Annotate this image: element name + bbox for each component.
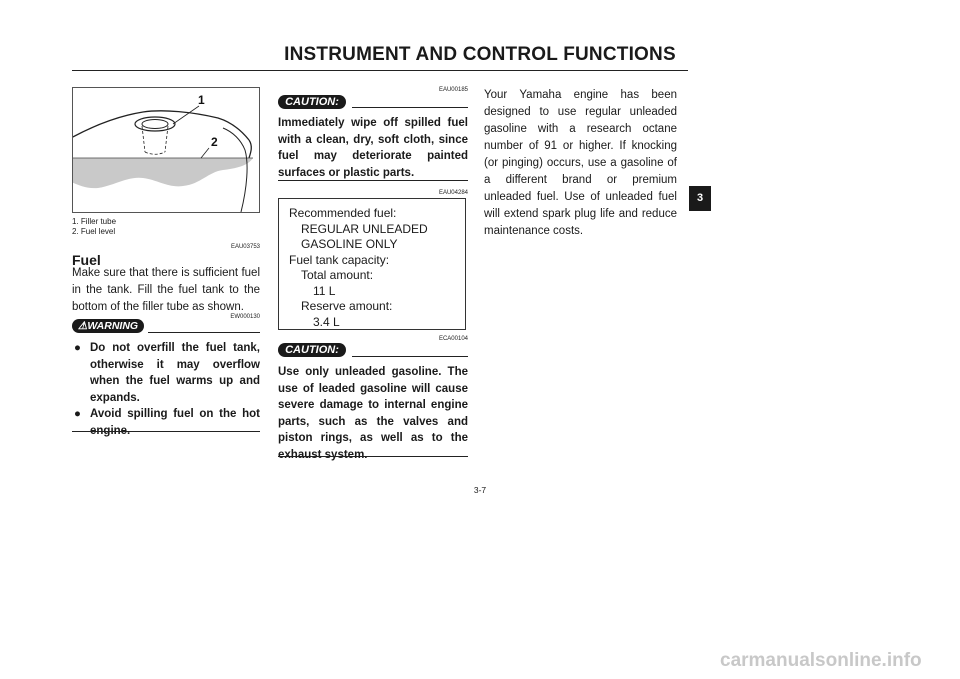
figure-caption-1: 1. Filler tube xyxy=(72,217,117,226)
bullet-icon: ● xyxy=(74,408,81,420)
page-title: INSTRUMENT AND CONTROL FUNCTIONS xyxy=(284,44,676,65)
chapter-tab: 3 xyxy=(689,186,711,211)
spec-label-recommended: Recommended fuel: xyxy=(289,206,397,220)
spec-total-value: 11 L xyxy=(313,283,336,298)
caution-2-underline xyxy=(352,356,468,357)
caution-1-code: EAU00185 xyxy=(438,87,468,93)
section-code: EAU03753 xyxy=(230,244,260,250)
spec-fuel-type-2: GASOLINE ONLY xyxy=(301,237,398,251)
warning-bullet-text: Avoid spilling fuel on the hot engine. xyxy=(90,408,260,437)
spec-label-reserve: Reserve amount: xyxy=(301,299,393,313)
warning-code: EW000130 xyxy=(230,314,260,320)
warning-icon: ⚠ xyxy=(77,320,88,332)
fuel-instructions: Make sure that there is sufficient fuel … xyxy=(72,267,260,313)
warning-bullet-text: Do not overfill the fuel tank, otherwise… xyxy=(90,342,260,404)
caution-1-badge: CAUTION: xyxy=(278,95,346,109)
figure-caption-2: 2. Fuel level xyxy=(72,227,116,236)
warning-bullet-1: ● Do not overfill the fuel tank, otherwi… xyxy=(72,340,260,406)
warning-label: WARNING xyxy=(87,320,139,332)
fuel-tank-illustration: 1 2 xyxy=(72,87,260,213)
fuel-tank-drawing: 1 2 xyxy=(73,93,253,212)
caution-2-code: ECA00104 xyxy=(438,336,468,342)
header-rule xyxy=(72,70,688,71)
spec-fuel-type: REGULAR UNLEADED xyxy=(301,221,428,236)
caution-1-text: Immediately wipe off spilled fuel with a… xyxy=(278,117,468,179)
section-heading: Fuel xyxy=(72,252,101,268)
page-number: 3-7 xyxy=(473,485,487,495)
callout-2: 2 xyxy=(211,135,218,149)
warning-end-rule xyxy=(72,431,260,432)
spec-label-total: Total amount: xyxy=(301,268,374,282)
caution-2-text: Use only unleaded gasoline. The use of l… xyxy=(278,366,468,461)
caution-2-end-rule xyxy=(278,456,468,457)
watermark: carmanualsonline.info xyxy=(720,650,922,671)
caution-2-badge: CAUTION: xyxy=(278,343,346,357)
warning-underline xyxy=(148,332,260,333)
bullet-icon: ● xyxy=(74,342,81,354)
callout-1: 1 xyxy=(198,93,205,107)
recommended-fuel-box: Recommended fuel: REGULAR UNLEADED GASOL… xyxy=(278,198,466,330)
warning-list: ● Do not overfill the fuel tank, otherwi… xyxy=(72,340,260,439)
spec-label-capacity: Fuel tank capacity: xyxy=(289,252,390,267)
warning-badge: ⚠WARNING xyxy=(72,319,144,333)
caution-1-underline xyxy=(352,107,468,108)
engine-fuel-info: Your Yamaha engine has been designed to … xyxy=(484,89,677,237)
spec-reserve-value: 3.4 L xyxy=(313,314,340,329)
warning-bullet-2: ● Avoid spilling fuel on the hot engine. xyxy=(72,406,260,439)
caution-1-end-rule xyxy=(278,180,468,181)
spec-code: EAU04284 xyxy=(438,190,468,196)
